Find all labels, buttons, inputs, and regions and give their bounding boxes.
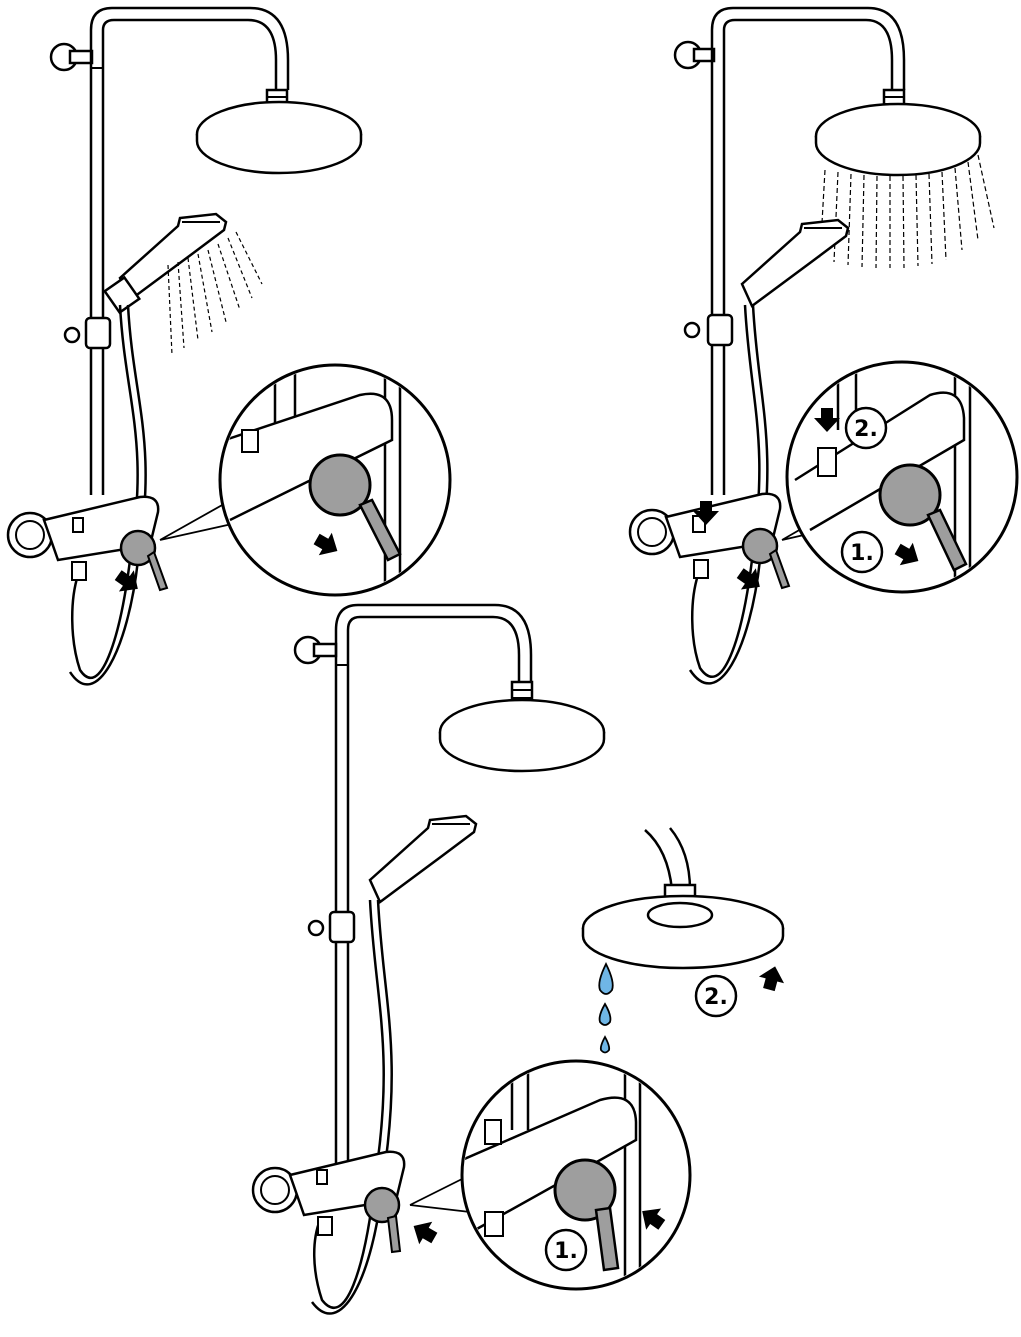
- step-number-badge: 1.: [842, 532, 882, 572]
- water-drop-icon: [599, 964, 613, 1053]
- step-1-label: 1.: [850, 541, 874, 566]
- shower-slider: [65, 318, 110, 348]
- wall-bracket-top: [295, 637, 336, 663]
- detached-rain-shower-head: [583, 828, 783, 968]
- shower-slider: [685, 315, 732, 345]
- wall-bracket-top: [675, 42, 714, 68]
- hand-shower: [370, 816, 476, 902]
- arrow-icon: [756, 963, 787, 993]
- step-1-label: 1.: [554, 1239, 578, 1264]
- wall-bracket-top: [51, 44, 92, 70]
- zoom-callout: 2. 1.: [782, 360, 1017, 600]
- rain-shower-head: [816, 90, 980, 175]
- step-2-label: 2.: [854, 417, 878, 442]
- step-number-badge: 1.: [546, 1230, 586, 1270]
- hand-shower: [105, 214, 226, 313]
- step-number-badge: 2.: [696, 976, 736, 1016]
- hand-shower: [742, 220, 848, 306]
- panel-overhead-shower: 2. 1.: [630, 8, 1017, 683]
- rain-shower-head: [197, 90, 361, 173]
- arrow-icon: [407, 1215, 441, 1250]
- panel-shut-off: 1. 2.: [253, 605, 788, 1314]
- rain-shower-head: [440, 682, 604, 771]
- zoom-callout: 1.: [410, 1060, 690, 1300]
- zoom-callout: [160, 365, 450, 600]
- shower-slider: [309, 912, 354, 942]
- panel-hand-shower: [8, 8, 450, 684]
- step-number-badge: 2.: [846, 408, 886, 448]
- step-2-label: 2.: [704, 985, 728, 1010]
